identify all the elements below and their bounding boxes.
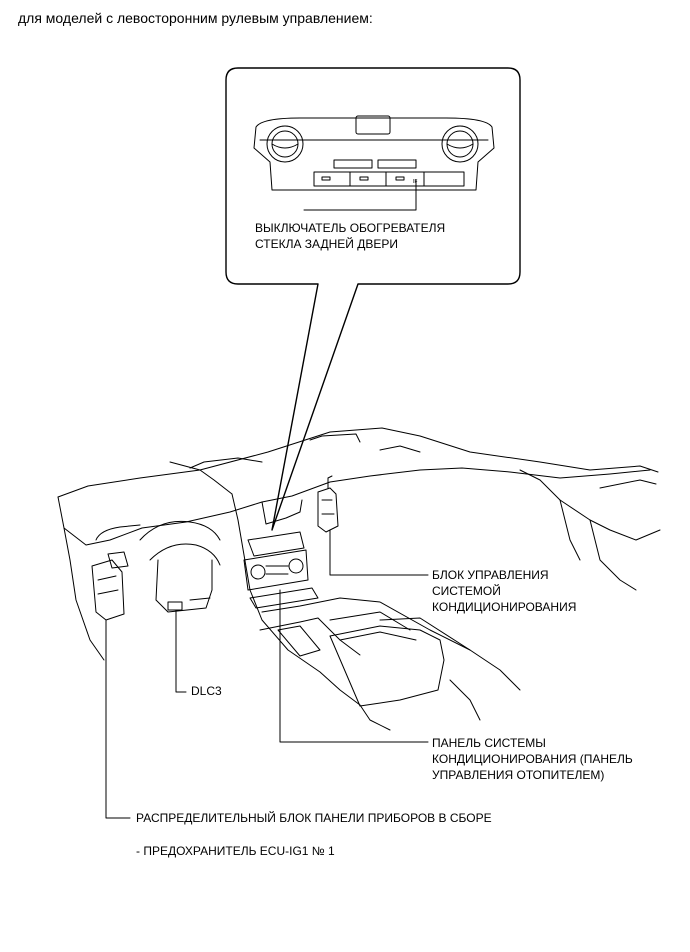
label-fuse: - ПРЕДОХРАНИТЕЛЬ ECU-IG1 № 1 — [136, 844, 335, 858]
leader-dlc3 — [175, 609, 187, 693]
leader-ac-control-block — [329, 529, 429, 576]
label-ac-control-block: БЛОК УПРАВЛЕНИЯ СИСТЕМОЙ КОНДИЦИОНИРОВАН… — [432, 568, 577, 614]
page-heading: для моделей с левосторонним рулевым упра… — [18, 10, 373, 26]
dashboard-outline — [57, 427, 661, 731]
leader-junction-block — [105, 619, 131, 819]
label-ac-panel: ПАНЕЛЬ СИСТЕМЫ КОНДИЦИОНИРОВАНИЯ (ПАНЕЛЬ… — [432, 736, 633, 782]
label-junction-block: РАСПРЕДЕЛИТЕЛЬНЫЙ БЛОК ПАНЕЛИ ПРИБОРОВ В… — [136, 811, 492, 825]
callout-leader-line — [303, 179, 417, 211]
callout-bubble — [225, 67, 521, 531]
label-dlc3: DLC3 — [191, 684, 222, 698]
climate-panel-closeup — [253, 115, 495, 191]
panel-button-text: IF — [413, 179, 417, 185]
leader-ac-panel — [279, 589, 429, 743]
callout-label-rear-defogger-switch: ВЫКЛЮЧАТЕЛЬ ОБОГРЕВАТЕЛЯ СТЕКЛА ЗАДНЕЙ Д… — [255, 221, 446, 251]
